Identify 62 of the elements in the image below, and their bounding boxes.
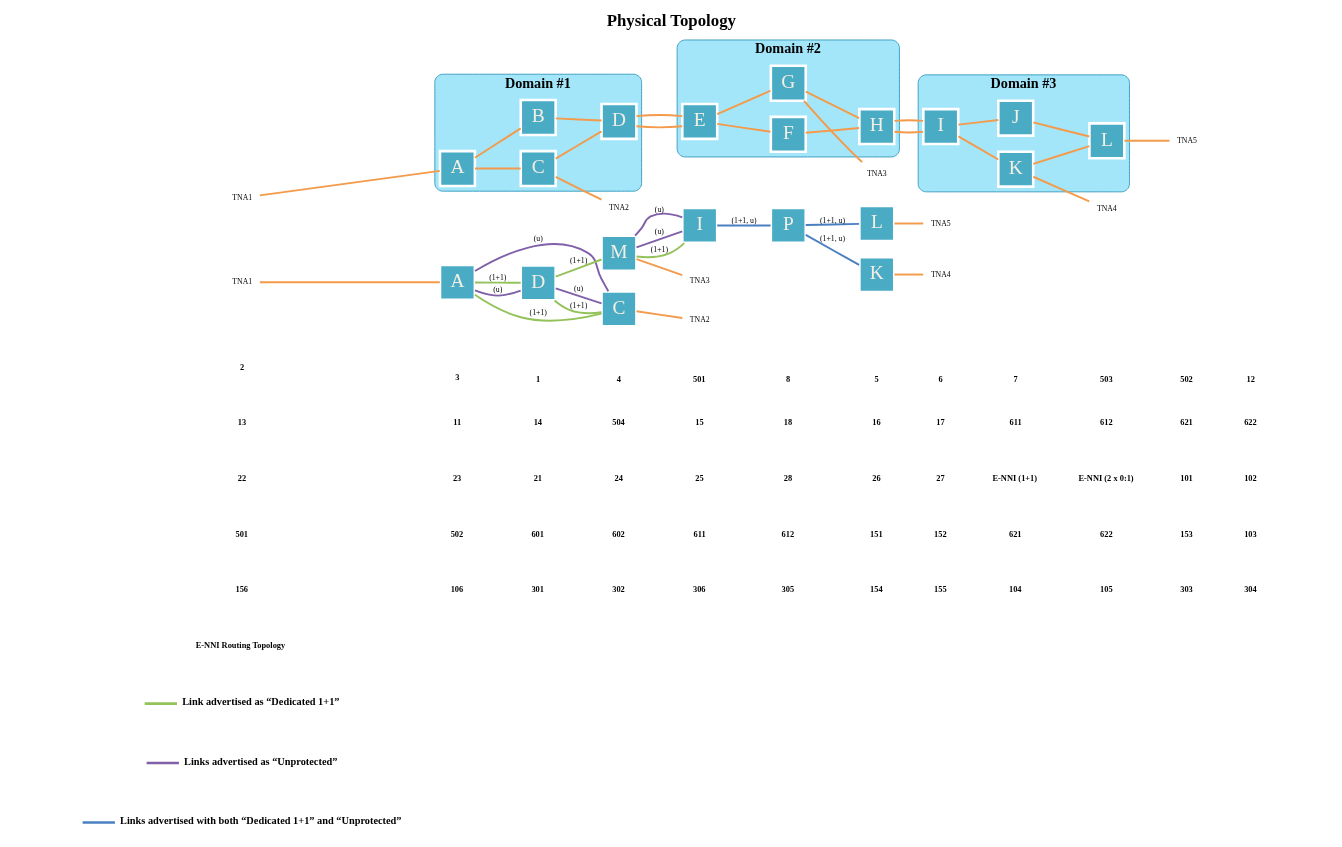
connector <box>473 127 522 159</box>
node-box: I <box>922 107 960 146</box>
connector <box>635 114 684 118</box>
node-box: D <box>519 264 557 302</box>
connector <box>1123 139 1171 142</box>
connector <box>804 222 861 227</box>
legend-label: Links advertised with both “Dedicated 1+1” and “Unprotected” <box>120 815 402 827</box>
node-box: F <box>769 115 807 154</box>
connector <box>554 258 603 278</box>
node-box: G <box>769 64 807 102</box>
connector <box>635 230 684 249</box>
connector <box>893 119 925 122</box>
connector <box>1032 175 1091 203</box>
node-box: B <box>519 98 557 137</box>
connector <box>554 175 603 201</box>
connector <box>716 224 772 227</box>
connector <box>1032 121 1091 138</box>
node-box: C <box>519 149 557 188</box>
connector <box>635 310 684 319</box>
connector <box>473 289 522 297</box>
connector <box>635 125 684 129</box>
node-box: A <box>438 263 477 302</box>
connector <box>804 233 861 266</box>
connector <box>554 287 603 305</box>
node-box: D <box>600 102 638 141</box>
node-box: L <box>858 204 896 243</box>
node-box: M <box>600 234 638 272</box>
connector <box>258 169 441 197</box>
connector <box>473 293 603 322</box>
node-box: I <box>681 206 719 245</box>
connector <box>716 89 772 115</box>
node-box: J <box>997 99 1035 137</box>
node-box: A <box>438 149 477 188</box>
node-box: C <box>600 290 638 328</box>
connector <box>893 222 925 225</box>
connector <box>554 117 603 122</box>
node-box: E <box>681 102 719 141</box>
connector <box>473 281 522 284</box>
connector <box>1032 145 1091 165</box>
connector <box>893 130 925 134</box>
connector <box>804 90 861 120</box>
legend-label: Link advertised as “Dedicated 1+1” <box>182 696 340 708</box>
connector <box>804 127 861 134</box>
connector <box>716 122 772 133</box>
node-box: K <box>858 255 896 294</box>
connector <box>893 273 925 276</box>
connector <box>473 167 522 170</box>
connector <box>635 242 686 259</box>
connector <box>258 281 441 284</box>
node-box: P <box>769 206 807 245</box>
diagram-title: Physical Topology <box>606 11 736 31</box>
connector <box>474 243 610 293</box>
node-box: L <box>1088 122 1126 160</box>
node-box: H <box>858 107 896 146</box>
connector <box>553 299 603 315</box>
connector <box>635 258 684 277</box>
connector <box>634 212 684 237</box>
node-box: K <box>997 150 1035 188</box>
connector <box>957 119 1000 126</box>
legend-label: Links advertised as “Unprotected” <box>184 755 338 767</box>
connector <box>957 135 1000 161</box>
connector <box>554 130 603 160</box>
